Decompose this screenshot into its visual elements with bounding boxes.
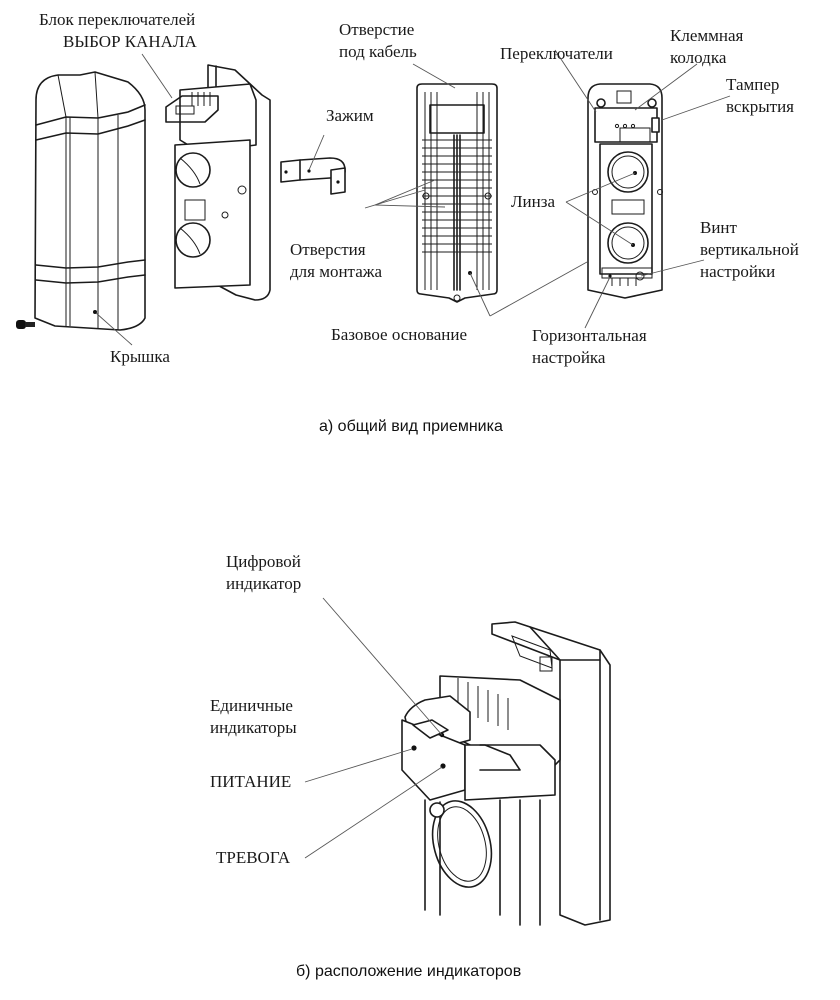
- label-digital-indicator-2: индикатор: [226, 574, 302, 593]
- receiver-unit-drawing: [165, 64, 271, 301]
- label-horizontal-adjust-2: настройка: [532, 348, 606, 367]
- label-cable-hole: Отверстие: [339, 20, 415, 39]
- label-digital-indicator: Цифровой: [226, 552, 301, 571]
- base-drawing: [416, 83, 498, 303]
- label-single-indicators: Единичные: [210, 696, 293, 715]
- caption-b: б) расположение индикаторов: [296, 963, 522, 980]
- label-cover: Крышка: [110, 347, 170, 366]
- label-terminal-2: колодка: [670, 48, 727, 67]
- label-horizontal-adjust: Горизонтальная: [532, 326, 647, 345]
- label-switch-block: Блок переключателей: [39, 10, 196, 29]
- label-vertical-screw-2: вертикальной: [700, 240, 799, 259]
- cover-drawing: [16, 71, 146, 331]
- label-mount-holes-2: для монтажа: [290, 262, 383, 281]
- label-lens: Линза: [511, 192, 555, 211]
- label-clamp: Зажим: [326, 106, 374, 125]
- label-single-indicators-2: индикаторы: [210, 718, 297, 737]
- label-terminal: Клеммная: [670, 26, 744, 45]
- label-tamper: Тампер: [726, 75, 780, 94]
- label-vertical-screw: Винт: [700, 218, 737, 237]
- label-power: ПИТАНИЕ: [210, 772, 292, 791]
- label-mount-holes: Отверстия: [290, 240, 366, 259]
- label-switch-block-channel: ВЫБОР КАНАЛА: [63, 32, 197, 51]
- leader-lines-a: [95, 49, 731, 346]
- label-base: Базовое основание: [331, 325, 467, 344]
- leader-lines-b: [304, 597, 443, 859]
- clamp-drawing: [280, 157, 346, 195]
- indicator-closeup-drawing: [401, 621, 611, 926]
- label-tamper-2: вскрытия: [726, 97, 794, 116]
- label-switches: Переключатели: [500, 44, 613, 63]
- receiver-front-drawing: [587, 83, 663, 299]
- label-vertical-screw-3: настройки: [700, 262, 776, 281]
- caption-a: а) общий вид приемника: [319, 418, 503, 435]
- label-cable-hole-2: под кабель: [339, 42, 417, 61]
- label-alarm: ТРЕВОГА: [216, 848, 291, 867]
